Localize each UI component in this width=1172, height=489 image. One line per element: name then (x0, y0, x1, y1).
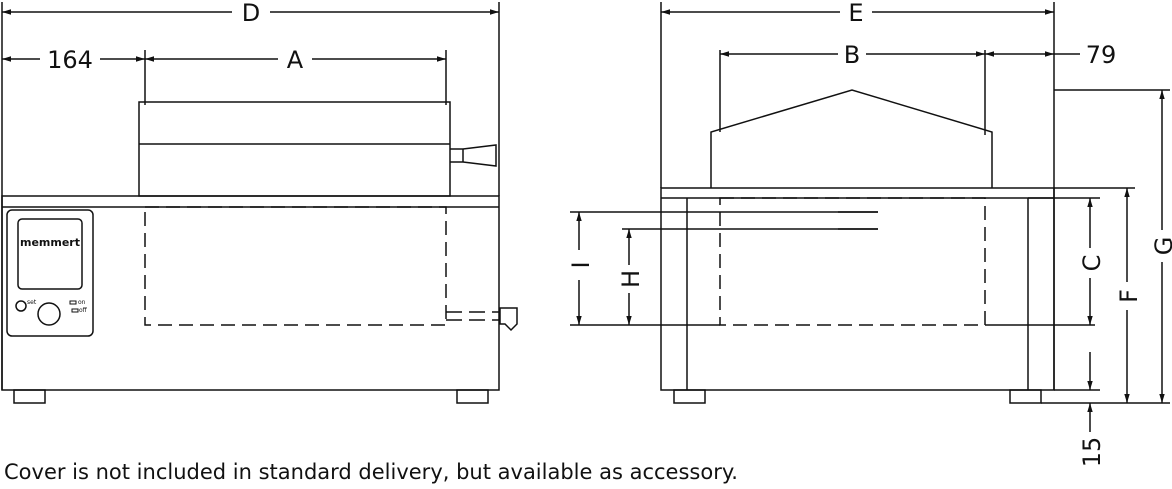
off-label: off (79, 307, 88, 314)
set-label: set (27, 299, 37, 306)
dim-label-c: C (1078, 255, 1106, 272)
dim-label-79: 79 (1086, 41, 1117, 69)
dim-label-b: B (844, 41, 860, 69)
dim-label-e: E (848, 0, 863, 27)
dim-label-h: H (617, 270, 645, 288)
dim-label-i: I (567, 261, 595, 268)
front-view-text: D 164 A memmert set on off (20, 0, 304, 314)
foot (13, 389, 46, 404)
foot (1009, 389, 1042, 404)
front-view (1, 2, 518, 404)
drain-tap (499, 307, 518, 332)
bath-hidden (144, 206, 447, 326)
dim-label-d: D (242, 0, 260, 27)
housing-side (660, 187, 1055, 391)
foot (456, 389, 489, 404)
dim-label-g: G (1150, 237, 1172, 256)
cover-handle (450, 144, 497, 167)
dim-label-a: A (287, 46, 304, 74)
dim-label-164: 164 (47, 46, 93, 74)
set-button (15, 300, 27, 312)
dim-label-15: 15 (1078, 437, 1106, 468)
brand-logo: memmert (20, 236, 80, 249)
housing-front (1, 195, 500, 391)
footnote-caption: Cover is not included in standard delive… (4, 460, 738, 484)
side-view (570, 2, 1170, 432)
control-panel (6, 209, 94, 337)
control-knob (37, 302, 61, 326)
dim-label-f: F (1115, 289, 1143, 303)
on-label: on (78, 299, 86, 306)
foot (673, 389, 706, 404)
bath-hidden (719, 197, 986, 326)
cover-side (710, 89, 993, 188)
display-window (17, 218, 83, 290)
side-view-text: E B 79 G F C I H 15 (567, 0, 1172, 467)
cover-front (138, 101, 451, 197)
on-switch-icon (69, 300, 77, 305)
off-switch-icon (71, 308, 79, 313)
